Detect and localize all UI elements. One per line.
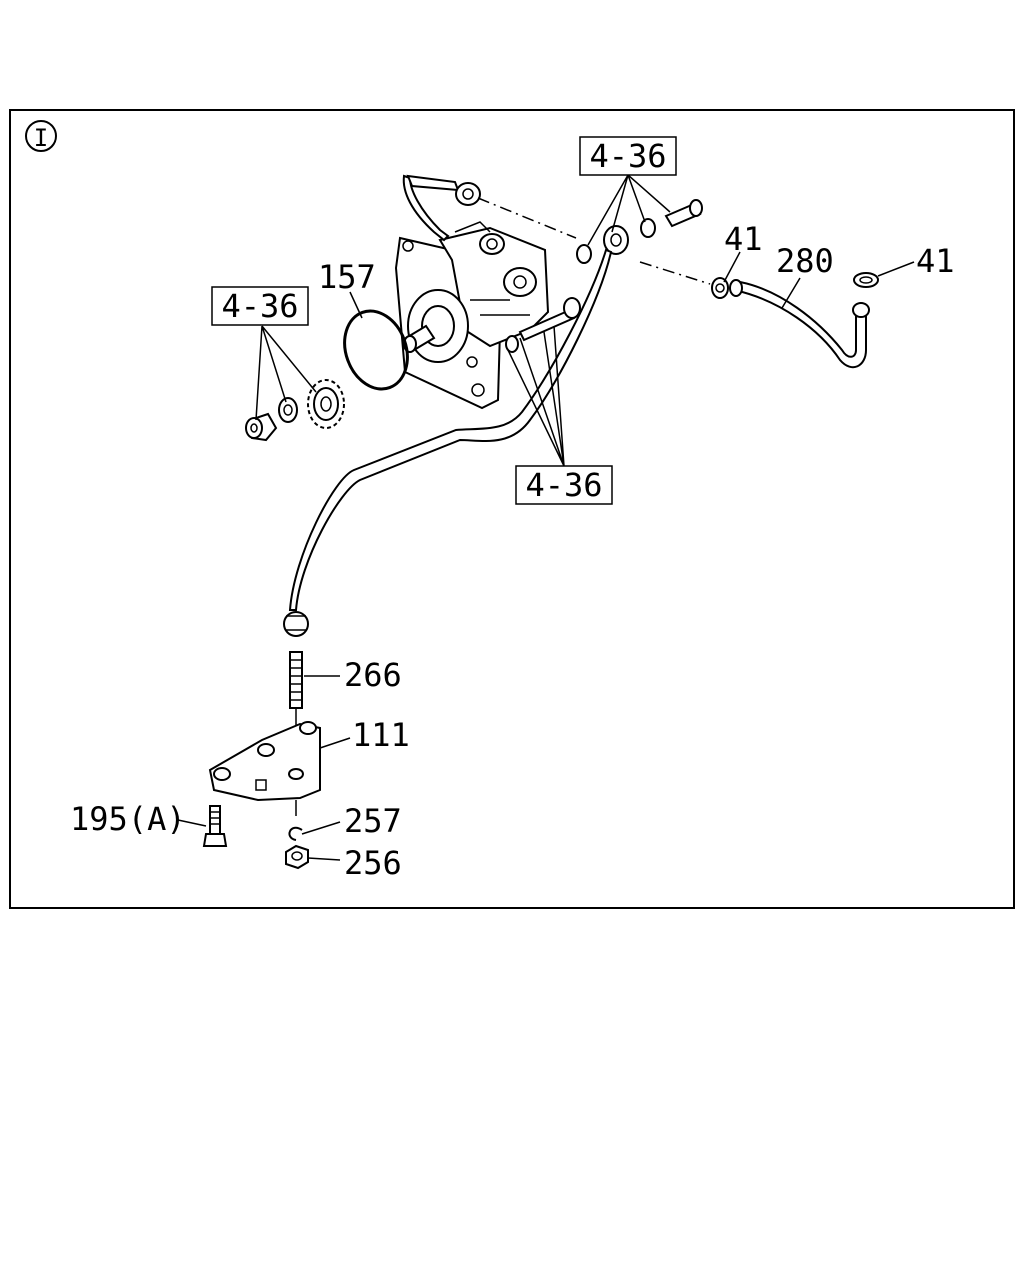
nut-256 (285, 844, 309, 870)
fuel-feed-pipe (288, 248, 613, 611)
banjo-fitting (576, 199, 703, 264)
drive-gear-set (245, 379, 345, 442)
callout-ref-left: 4-36 (211, 286, 309, 326)
callout-195a: 195(A) (70, 800, 186, 838)
bracket-111 (208, 721, 321, 816)
callout-ref-center: 4-36 (515, 465, 613, 505)
o-ring-157 (343, 309, 409, 391)
callout-157: 157 (318, 258, 376, 296)
callout-ref-left-label: 4-36 (221, 287, 298, 325)
stud-266 (289, 651, 303, 740)
diagram-frame (9, 109, 1015, 909)
return-pipe (402, 174, 450, 242)
callout-256: 256 (344, 844, 402, 882)
callout-ref-center-label: 4-36 (525, 466, 602, 504)
callout-ref-top-right-label: 4-36 (589, 137, 666, 175)
callout-41-left: 41 (724, 220, 763, 258)
lock-washer-257 (288, 826, 303, 841)
section-marker-label: I (34, 124, 48, 152)
hose-280 (711, 272, 879, 369)
leader-lines (177, 174, 915, 861)
section-marker: I (25, 120, 57, 152)
callout-266: 266 (344, 656, 402, 694)
callout-ref-top-right: 4-36 (579, 136, 677, 176)
callout-280: 280 (776, 242, 834, 280)
callout-111: 111 (352, 716, 410, 754)
bolt-195a (202, 805, 228, 847)
callout-257: 257 (344, 802, 402, 840)
fuel-pump-illustration (394, 221, 581, 410)
callout-41-right: 41 (916, 242, 955, 280)
